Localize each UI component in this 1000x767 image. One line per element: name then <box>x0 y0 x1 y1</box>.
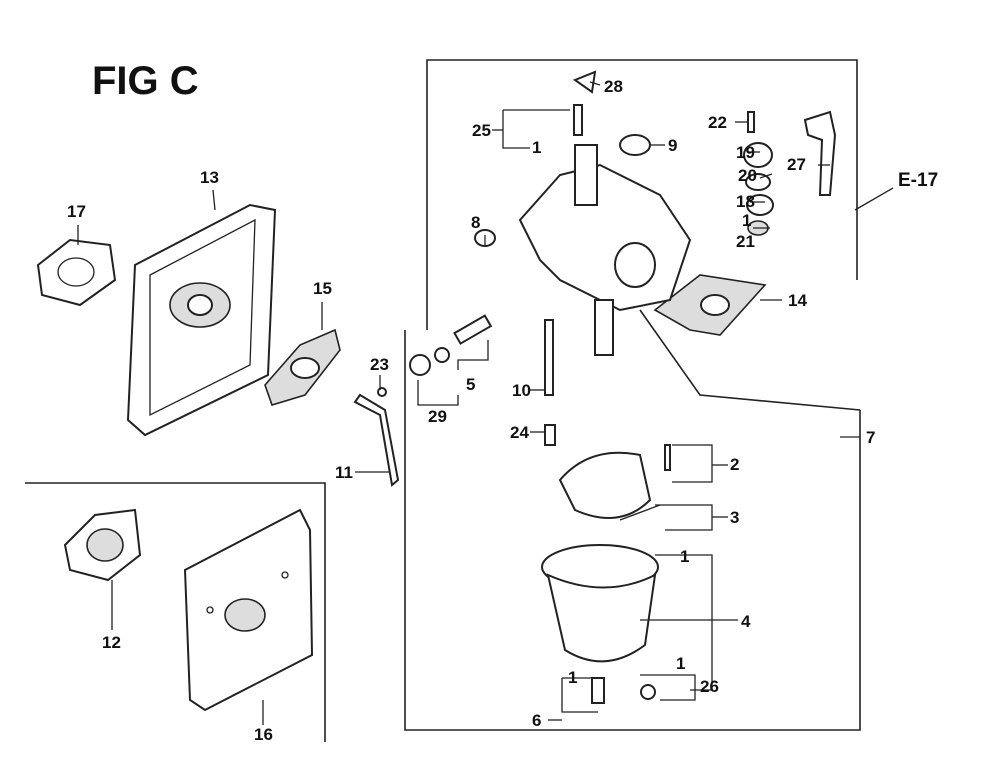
callout-label: 11 <box>335 463 353 482</box>
callout-label: 22 <box>708 113 727 132</box>
plate-16 <box>183 508 314 712</box>
callout-label: 15 <box>313 279 332 298</box>
callout-label: 27 <box>787 155 806 174</box>
callout-label: 1 <box>568 668 577 687</box>
callout-label: 10 <box>512 381 531 400</box>
callout-label: 25 <box>472 121 491 140</box>
callout-label: 3 <box>730 508 739 527</box>
callout-label: 1 <box>676 654 685 673</box>
callout-label: 7 <box>866 428 875 447</box>
gasket-15 <box>264 328 341 406</box>
callout-label: 28 <box>604 77 623 96</box>
float-bowl <box>541 451 659 704</box>
gasket-14 <box>653 274 767 336</box>
callout-label: 5 <box>466 375 475 394</box>
callout-label: 13 <box>200 168 219 187</box>
callout-label: 12 <box>102 633 121 652</box>
callout-label: 9 <box>668 136 677 155</box>
assembly-frame <box>25 59 861 742</box>
callout-label: 2 <box>730 455 739 474</box>
callout-label: 6 <box>532 711 541 730</box>
reference-label-e17: E-17 <box>898 170 938 191</box>
callout-label: 18 <box>736 192 755 211</box>
figure-title: FIG C <box>92 59 199 103</box>
gasket-17 <box>36 238 117 307</box>
callout-label: 8 <box>471 213 480 232</box>
leader-lines <box>77 81 894 725</box>
callout-label: 20 <box>738 166 757 185</box>
callout-label: 14 <box>788 291 807 310</box>
insulator-12 <box>63 508 142 582</box>
callout-labels: 28 25 1 9 22 19 20 18 1 21 27 13 17 15 8… <box>67 77 875 744</box>
small-parts <box>353 110 837 521</box>
callout-label: 24 <box>510 423 529 442</box>
callout-label: 29 <box>428 407 447 426</box>
callout-label: 17 <box>67 202 86 221</box>
callout-label: 19 <box>736 143 755 162</box>
callout-label: 1 <box>742 211 751 230</box>
carburetor-body <box>518 70 692 356</box>
callout-label: 1 <box>680 547 689 566</box>
callout-label: 23 <box>370 355 389 374</box>
callout-label: 1 <box>532 138 541 157</box>
callout-label: 26 <box>700 677 719 696</box>
callout-label: 4 <box>741 612 751 631</box>
air-cleaner-plate-13 <box>126 203 277 437</box>
callout-label: 16 <box>254 725 273 744</box>
callout-label: 21 <box>736 232 755 251</box>
